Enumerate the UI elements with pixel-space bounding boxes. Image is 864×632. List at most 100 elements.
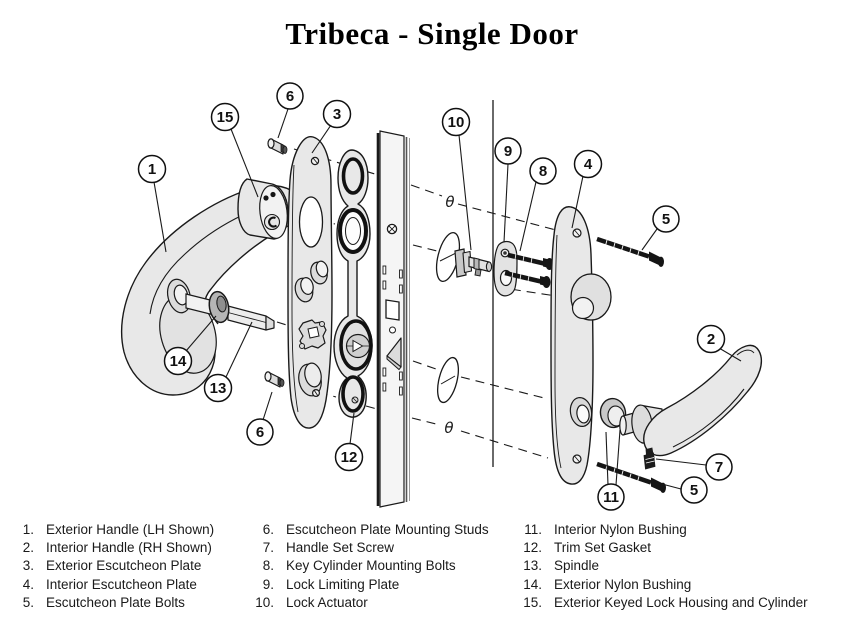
callout-4: 4 <box>571 149 603 229</box>
callout-6-top: 6 <box>276 82 304 139</box>
part-number: 12. <box>523 540 542 556</box>
callout-12: 12 <box>334 412 364 472</box>
svg-text:5: 5 <box>690 482 698 499</box>
svg-text:6: 6 <box>256 424 264 441</box>
parts-list-item: 4. Interior Escutcheon Plate <box>12 576 248 594</box>
part-label: Lock Limiting Plate <box>286 576 400 592</box>
part-label: Lock Actuator <box>286 594 368 610</box>
parts-list-item: 9. Lock Limiting Plate <box>250 576 514 594</box>
parts-list-item: 10. Lock Actuator <box>250 594 514 612</box>
trim-set-gasket <box>333 149 373 418</box>
callout-11: 11 <box>597 429 625 511</box>
svg-text:9: 9 <box>504 143 512 160</box>
spindle <box>185 293 275 331</box>
interior-handle <box>619 344 763 457</box>
plate-bolt-top <box>596 236 664 267</box>
part-label: Trim Set Gasket <box>554 540 652 556</box>
callout-14: 14 <box>163 315 217 376</box>
callout-10: 10 <box>441 107 472 251</box>
callout-5-bottom: 5 <box>661 476 708 504</box>
lock-faceplate <box>382 223 403 396</box>
part-number: 5. <box>22 594 34 610</box>
parts-list-item: 6. Escutcheon Plate Mounting Studs <box>250 521 514 539</box>
lock-limiting-plate <box>493 240 518 297</box>
part-label: Escutcheon Plate Mounting Studs <box>286 522 489 537</box>
part-label: Interior Nylon Bushing <box>554 522 687 537</box>
part-label: Exterior Escutcheon Plate <box>46 558 202 574</box>
part-label: Exterior Handle (LH Shown) <box>46 522 215 537</box>
part-label: Exterior Keyed Lock Housing and Cylinder <box>554 594 808 610</box>
part-number: 11. <box>524 522 542 537</box>
part-number: 6. <box>262 522 274 537</box>
mounting-stud-bottom <box>264 371 285 388</box>
key-cylinder-bolts <box>504 252 554 288</box>
svg-text:3: 3 <box>333 106 341 123</box>
parts-list-column-1: 1. Exterior Handle (LH Shown) 2. Interio… <box>12 521 248 612</box>
part-number: 4. <box>22 576 34 592</box>
callout-5-top: 5 <box>641 205 680 251</box>
part-label: Handle Set Screw <box>286 540 395 556</box>
part-label: Interior Escutcheon Plate <box>46 576 197 592</box>
interior-escutcheon-plate <box>550 206 612 485</box>
svg-text:6: 6 <box>286 88 294 105</box>
part-label: Spindle <box>554 558 600 574</box>
parts-list-item: 2. Interior Handle (RH Shown) <box>12 539 248 557</box>
svg-text:12: 12 <box>341 449 358 466</box>
interior-bushing <box>599 397 627 429</box>
parts-list-item: 1. Exterior Handle (LH Shown) <box>12 521 248 539</box>
parts-list-item: 15. Exterior Keyed Lock Housing and Cyli… <box>514 594 862 612</box>
parts-list-column-2: 6. Escutcheon Plate Mounting Studs 7. Ha… <box>250 521 514 612</box>
callout-8: 8 <box>519 157 557 252</box>
part-number: 13. <box>523 558 542 574</box>
parts-list-item: 12. Trim Set Gasket <box>514 539 862 557</box>
latch-marker-icon <box>352 339 364 353</box>
parts-list-column-3: 11. Interior Nylon Bushing 12. Trim Set … <box>514 521 862 612</box>
parts-list-item: 14. Exterior Nylon Bushing <box>514 576 862 594</box>
svg-text:1: 1 <box>148 161 156 178</box>
part-number: 14. <box>523 576 542 592</box>
svg-text:10: 10 <box>448 114 465 131</box>
part-number: 1. <box>22 522 34 537</box>
parts-list-item: 5. Escutcheon Plate Bolts <box>12 594 248 612</box>
keyed-lock-cylinder <box>237 178 289 240</box>
keyhole-cover <box>570 273 612 321</box>
exterior-bushing <box>208 290 230 325</box>
latch-window <box>385 299 400 321</box>
part-number: 3. <box>22 558 34 574</box>
svg-text:4: 4 <box>584 156 593 173</box>
svg-text:14: 14 <box>170 353 187 370</box>
callout-15: 15 <box>210 102 259 198</box>
part-number: 15. <box>523 594 542 610</box>
callout-13: 13 <box>203 321 253 403</box>
screw-symbol-top: θ <box>445 193 454 211</box>
parts-list-item: 8. Key Cylinder Mounting Bolts <box>250 557 514 575</box>
oval-cam-top <box>435 231 461 283</box>
part-number: 9. <box>262 576 274 592</box>
callout-2: 2 <box>696 324 742 362</box>
svg-text:2: 2 <box>707 331 715 348</box>
callout-3: 3 <box>311 99 352 154</box>
part-number: 8. <box>262 558 274 574</box>
svg-text:5: 5 <box>662 211 670 228</box>
parts-list-item: 13. Spindle <box>514 557 862 575</box>
oval-cam-bottom <box>436 356 460 404</box>
svg-text:15: 15 <box>217 109 234 126</box>
exterior-escutcheon-plate <box>287 136 333 429</box>
page-title: Tribeca - Single Door <box>285 16 579 51</box>
callout-7: 7 <box>655 453 733 481</box>
svg-text:8: 8 <box>539 163 547 180</box>
parts-list-item: 7. Handle Set Screw <box>250 539 514 557</box>
key-cylinder-hole <box>298 196 324 248</box>
spindle-hub <box>298 319 327 350</box>
keyway-icon <box>268 216 278 228</box>
svg-text:13: 13 <box>210 380 227 397</box>
callout-9: 9 <box>494 137 522 243</box>
callout-6-bottom: 6 <box>246 391 274 446</box>
part-label: Key Cylinder Mounting Bolts <box>286 558 456 574</box>
handle-set-screw <box>643 447 656 470</box>
parts-list-item: 11. Interior Nylon Bushing <box>514 521 862 539</box>
part-label: Exterior Nylon Bushing <box>554 576 692 592</box>
door-edge <box>376 130 410 508</box>
